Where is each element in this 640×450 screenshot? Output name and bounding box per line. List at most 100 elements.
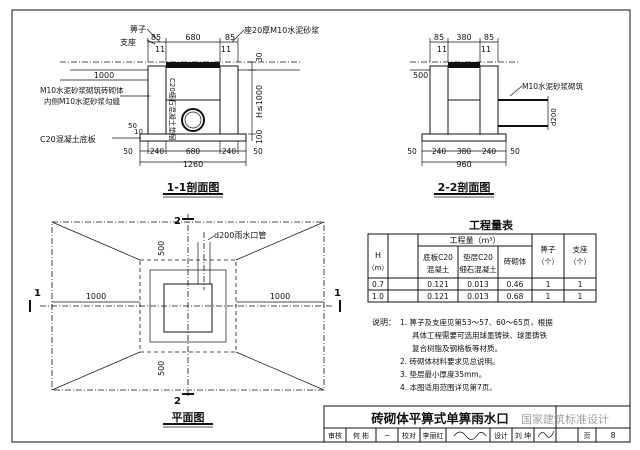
grate — [166, 62, 220, 68]
watermark: 国家建筑标准设计 — [521, 412, 609, 426]
dim2-bot-960: 960 — [456, 160, 471, 169]
marker-2-bottom: 2 — [174, 396, 181, 407]
th-h: H — [375, 251, 381, 260]
dim2-bot-50b: 50 — [510, 147, 520, 156]
th-base2: 混凝土 — [427, 264, 450, 274]
dim-left-10: 10 — [134, 128, 143, 136]
marker-1-left: 1 — [34, 288, 41, 299]
section-2-2: d200 M10水泥砂浆砌筑 85 380 85 11 11 500 50 24… — [407, 33, 584, 198]
dim2-top-11a: 11 — [437, 45, 447, 54]
dim2-bot-240a: 240 — [432, 147, 447, 156]
th-h-unit: （m） — [368, 264, 389, 272]
dim-top-85: 85 — [151, 33, 161, 42]
plan-dim-left-1000: 1000 — [86, 292, 106, 301]
dim-bot-50a: 50 — [123, 147, 133, 156]
right-brick-wall-2 — [479, 65, 499, 135]
label-support: 支座 — [120, 37, 136, 47]
tb-check-name: 李丽红 — [423, 431, 444, 440]
dim-left-1000: 1000 — [94, 71, 114, 80]
plan-view: d200雨水口管 1 1 2 2 1000 1000 500 500 平面图 — [29, 214, 341, 428]
title-block: 砖砌体平箅式单箅雨水口 国家建筑标准设计 审核 何 彬 ~ 校对 李丽红 设计 … — [323, 405, 631, 443]
th-grate: 箅子 — [541, 244, 556, 254]
note-line: 复合树脂及钢格板等材质。 — [412, 343, 502, 353]
sheet-border — [11, 9, 631, 443]
quantity-table: 工程量表 H （m） 工程量（m³） 底板C20 混凝土 垫层C20 细石混凝土… — [367, 218, 597, 303]
marker-1-right: 1 — [334, 288, 341, 299]
notes: 说明： 1. 箅子及支座见第53～57、60～65页，根据具体工程需要可选用球墨… — [372, 317, 553, 392]
table-cell: 1 — [578, 280, 583, 289]
dim-bot-1260: 1260 — [183, 160, 203, 169]
dim-top-11b: 11 — [221, 45, 231, 54]
note-wall-2: 内侧M10水泥砂浆勾缝 — [44, 96, 121, 106]
signature-2 — [453, 431, 487, 440]
table-cell: 0.121 — [427, 280, 449, 289]
dim-bot-680: 680 — [186, 147, 201, 156]
table-cell: 0.013 — [467, 292, 489, 301]
tb-page-label: 页 — [584, 432, 591, 440]
dim-bot-240a: 240 — [150, 147, 165, 156]
left-brick-wall-2 — [429, 65, 449, 135]
plan-dim-right-1000: 1000 — [270, 292, 290, 301]
label-grate: 箅子 — [130, 24, 146, 34]
dim-right-h: H≤1000 — [255, 85, 264, 118]
dim2-left-500: 500 — [413, 71, 428, 80]
section-1-1: 85 680 85 11 11 箅子 支座 座20厚M10水泥砂浆 1000 M… — [40, 24, 319, 198]
right-brick-wall — [219, 65, 239, 135]
dim-bot-240b: 240 — [222, 147, 237, 156]
drawing-title: 砖砌体平箅式单箅雨水口 — [371, 411, 509, 426]
tb-design-name: 刘 坤 — [515, 431, 531, 440]
title-1-1: 1-1剖面图 — [167, 180, 220, 194]
th-support-unit: （个） — [570, 258, 591, 266]
th-cushion: 垫层C20 — [463, 252, 493, 262]
dim2-bot-380: 380 — [457, 147, 472, 156]
dim-left-50: 50 — [128, 122, 137, 130]
note-line: 4. 本图适用范围详见第7页。 — [400, 382, 497, 392]
dim-right-30: 30 — [255, 52, 264, 62]
th-quantity: 工程量（m³） — [450, 236, 501, 245]
dim-top-680: 680 — [185, 33, 200, 42]
signature-3 — [537, 430, 555, 438]
title-2-2: 2-2剖面图 — [438, 180, 491, 194]
plan-dim-top-500: 500 — [157, 241, 166, 256]
th-grate-unit: （个） — [538, 258, 559, 266]
dim2-top-85a: 85 — [434, 33, 444, 42]
table-cell: 1 — [578, 292, 583, 301]
note-line: 1. 箅子及支座见第53～57、60～65页，根据 — [400, 317, 553, 327]
table-cell: 0.68 — [507, 292, 524, 301]
tb-review: 审核 — [328, 431, 342, 440]
dim2-bot-50a: 50 — [407, 147, 417, 156]
dim2-top-380: 380 — [456, 33, 471, 42]
label-fine-concrete: C20细石混凝土垫层 — [168, 78, 177, 141]
note-line: 3. 垫层最小厚度35mm。 — [400, 369, 486, 379]
th-brick: 砖砌体 — [504, 256, 527, 266]
note-wall-1: M10水泥砂浆砌筑砖砌体 — [40, 85, 124, 95]
dim-bot-50b: 50 — [253, 147, 263, 156]
marker-2-top: 2 — [174, 216, 181, 227]
dim-right-100: 100 — [255, 129, 264, 144]
table-cell: 1 — [546, 280, 551, 289]
note-line: 2. 砖砌体材料要求见总说明。 — [400, 356, 500, 366]
th-support: 支座 — [573, 244, 588, 254]
tb-check: 校对 — [402, 431, 416, 440]
dim-top-11a: 11 — [155, 45, 165, 54]
tb-design: 设计 — [494, 431, 508, 440]
grate-2 — [448, 62, 480, 68]
table-cell: 0.46 — [507, 280, 524, 289]
notes-label: 说明： — [372, 317, 396, 327]
plan-dim-bot-500: 500 — [157, 361, 166, 376]
dim2-top-85b: 85 — [484, 33, 494, 42]
tb-page-no: 8 — [610, 431, 615, 440]
th-cushion2: 细石混凝土 — [459, 264, 497, 274]
table-cell: 1 — [546, 292, 551, 301]
table-cell: 1.0 — [372, 292, 384, 301]
title-plan: 平面图 — [172, 411, 205, 424]
dim2-bot-240b: 240 — [482, 147, 497, 156]
note-pipe: M10水泥砂浆砌筑 — [522, 81, 584, 91]
label-pipe: d200雨水口管 — [214, 230, 266, 240]
label-mortar-bed: 座20厚M10水泥砂浆 — [244, 25, 319, 35]
dim-pipe-d200: d200 — [550, 108, 558, 126]
table-cell: 0.013 — [467, 280, 489, 289]
dim-top-85b: 85 — [225, 33, 235, 42]
base-slab — [139, 133, 247, 142]
